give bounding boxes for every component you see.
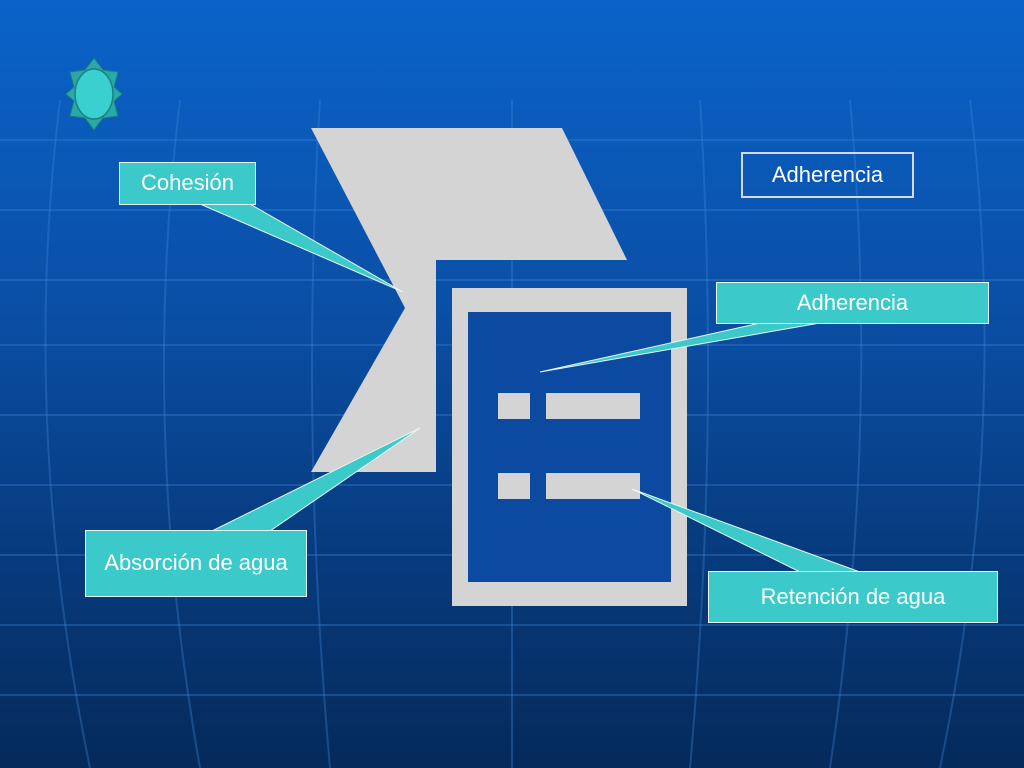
callout-absorcion: Absorción de agua	[85, 530, 307, 597]
sun-icon	[65, 57, 123, 131]
pointer-absorcion	[211, 427, 421, 532]
adherencia-title-label: Adherencia	[741, 152, 914, 198]
callout-cohesion: Cohesión	[119, 162, 256, 205]
callout-pointers	[199, 203, 861, 573]
document-icon	[452, 288, 687, 606]
chevron-shape	[311, 128, 627, 472]
callout-adherencia: Adherencia	[716, 282, 989, 324]
callout-retencion: Retención de agua	[708, 571, 998, 623]
